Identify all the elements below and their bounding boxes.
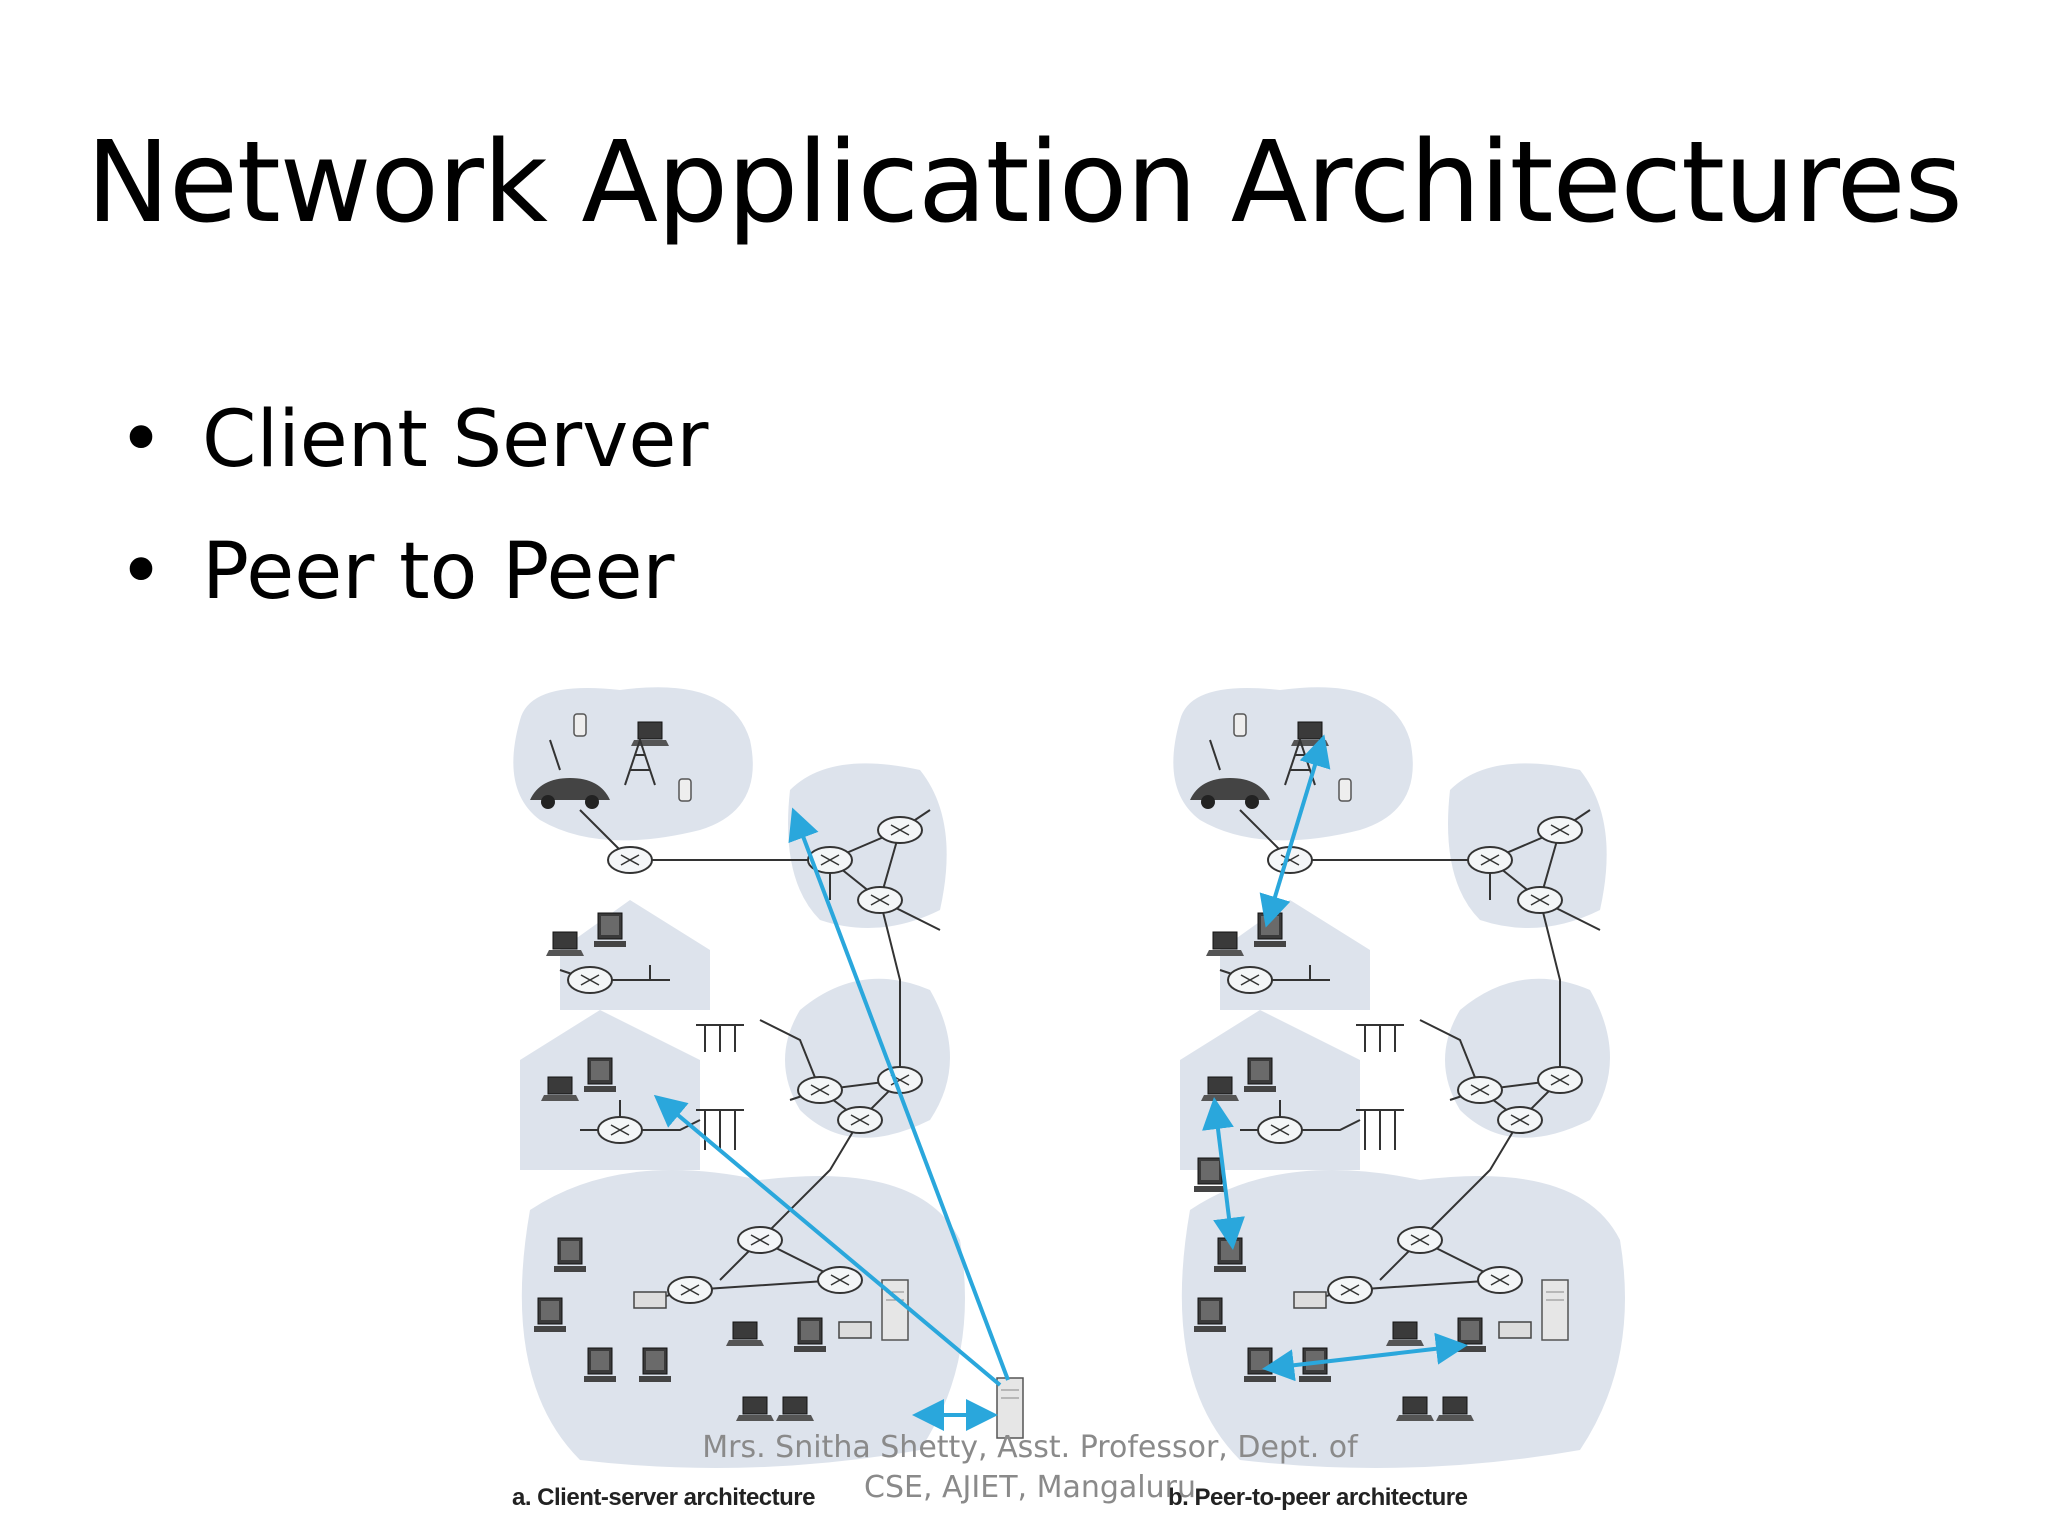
bullet-text: Client Server — [202, 395, 709, 485]
bullet-list: • Client Server • Peer to Peer — [118, 374, 708, 638]
peer-to-peer-diagram — [1173, 687, 1625, 1468]
slide-footer: Mrs. Snitha Shetty, Asst. Professor, Dep… — [700, 1428, 1360, 1508]
bullet-item: • Peer to Peer — [118, 506, 708, 638]
bullet-item: • Client Server — [118, 374, 708, 506]
bullet-icon: • — [118, 395, 165, 485]
slide-title: Network Application Architectures — [86, 118, 1963, 248]
footer-line-2: CSE, AJIET, Mangaluru — [864, 1470, 1196, 1505]
figure-caption-left: a. Client-server architecture — [512, 1484, 815, 1511]
figure-caption-right: b. Peer-to-peer architecture — [1168, 1484, 1468, 1511]
bullet-text: Peer to Peer — [202, 527, 675, 617]
bullet-icon: • — [118, 527, 165, 617]
footer-line-1: Mrs. Snitha Shetty, Asst. Professor, Dep… — [702, 1430, 1358, 1465]
client-server-diagram — [513, 687, 1024, 1468]
architecture-figure — [500, 680, 1760, 1536]
